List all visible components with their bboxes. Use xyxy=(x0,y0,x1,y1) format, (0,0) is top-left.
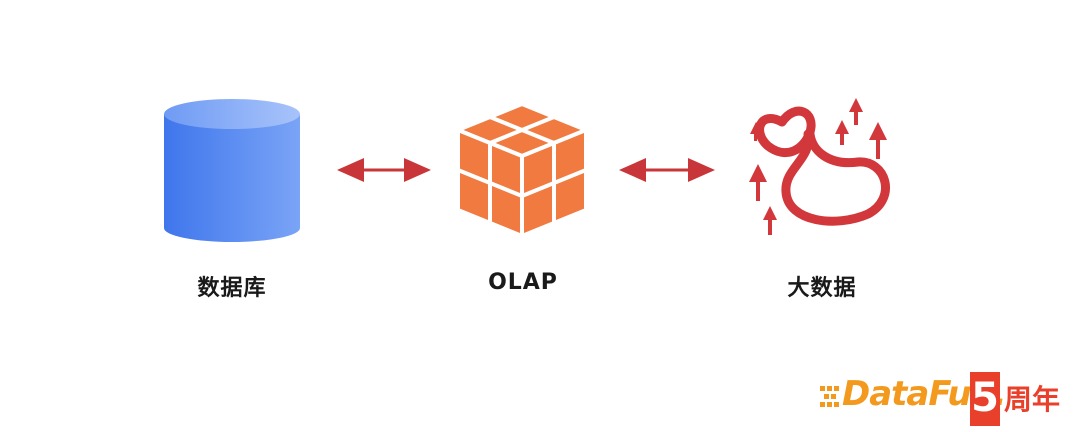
olap-label: OLAP xyxy=(488,270,558,295)
bigdata-icon xyxy=(749,98,890,235)
datafun-logo: DataFun. 5 周年 xyxy=(818,370,1068,426)
database-label: 数据库 xyxy=(197,276,267,301)
olap-cube-icon xyxy=(456,102,588,238)
database-icon xyxy=(164,99,300,242)
logo-suffix: 周年 xyxy=(1004,383,1061,416)
bigdata-label: 大数据 xyxy=(787,276,857,301)
logo-dots-icon xyxy=(820,386,839,407)
logo-number: 5 xyxy=(970,372,1000,426)
